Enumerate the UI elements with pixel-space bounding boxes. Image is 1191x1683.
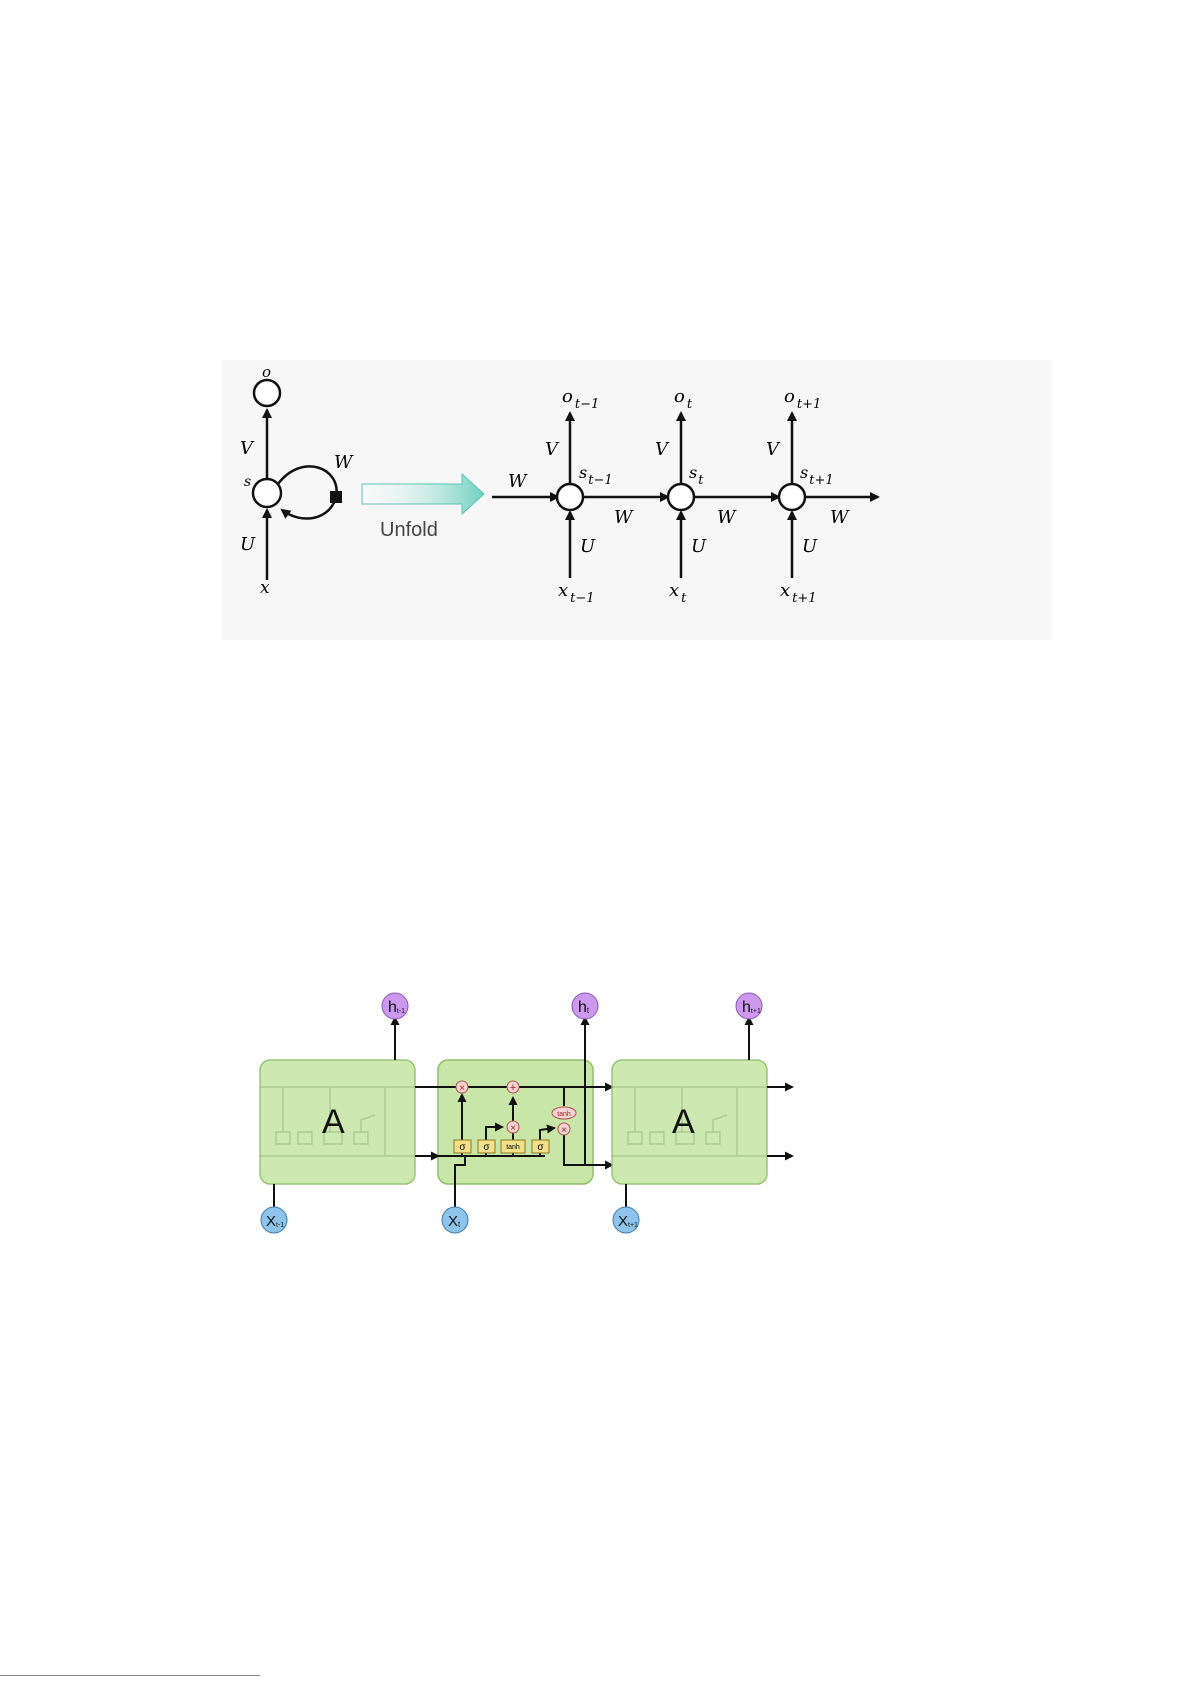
svg-text:σ: σ [459, 1142, 466, 1153]
lstm-cell-current: × + × tanh × σ [415, 1018, 612, 1208]
svg-text:×: × [561, 1125, 567, 1136]
v-label: V [545, 439, 560, 460]
svg-text:×: × [510, 1123, 516, 1134]
svg-text:tanh: tanh [506, 1144, 520, 1151]
folded-output-node [254, 380, 280, 406]
svg-text:σ: σ [483, 1142, 490, 1153]
cell-label: A [672, 1103, 695, 1141]
folded-output-label: o [262, 363, 271, 381]
footer-rule [0, 1675, 260, 1676]
forget-gate-box: σ [454, 1140, 471, 1153]
x-node-next: Xt+1 [613, 1207, 639, 1233]
state-label: st [689, 463, 704, 488]
folded-input-label: x [260, 578, 270, 598]
x-node-prev: Xt-1 [261, 1207, 287, 1233]
unfold-arrow: Unfold [362, 474, 484, 541]
h-node-prev: ht-1 [382, 993, 408, 1019]
lstm-diagram-canvas: A [240, 990, 820, 1260]
w-link-3-label: W [830, 507, 850, 528]
lstm-cell-next: A [612, 1018, 792, 1208]
delay-square [330, 491, 342, 503]
h-node-current: ht [572, 993, 598, 1019]
svg-text:tanh: tanh [557, 1111, 571, 1118]
state-node [779, 484, 805, 510]
unfold-label: Unfold [380, 519, 438, 541]
svg-text:σ: σ [537, 1142, 544, 1153]
incoming-w-label: W [508, 471, 528, 492]
state-node [557, 484, 583, 510]
u-label: U [580, 536, 596, 557]
input-gate-box: σ [478, 1140, 495, 1153]
v-label: V [655, 439, 670, 460]
x-node-current: Xt [442, 1207, 468, 1233]
v-label: V [766, 439, 781, 460]
folded-state-node [253, 479, 281, 507]
w-link-2-label: W [717, 507, 737, 528]
folded-recurrence-arrow [278, 466, 337, 518]
folded-u-label: U [240, 534, 256, 555]
u-label: U [802, 536, 818, 557]
w-link-1-label: W [614, 507, 634, 528]
folded-v-label: V [240, 438, 255, 459]
folded-w-label: W [334, 452, 354, 473]
cell-label: A [322, 1103, 345, 1141]
svg-text:×: × [459, 1083, 465, 1094]
output-gate-box: σ [532, 1140, 549, 1153]
h-node-next: ht+1 [736, 993, 762, 1019]
state-label: st−1 [579, 463, 613, 488]
lstm-cell-prev: A [260, 1018, 415, 1208]
folded-state-label: s [244, 474, 251, 490]
svg-text:+: + [510, 1082, 516, 1094]
lstm-chain-diagram: A [240, 990, 820, 1260]
candidate-gate-box: tanh [501, 1140, 525, 1153]
folded-rnn: o V s W U x [240, 363, 354, 598]
unfold-arrow-shape [362, 474, 484, 514]
u-label: U [691, 536, 707, 557]
state-label: st+1 [800, 463, 834, 488]
tanh-op: tanh [552, 1107, 576, 1119]
state-node [668, 484, 694, 510]
